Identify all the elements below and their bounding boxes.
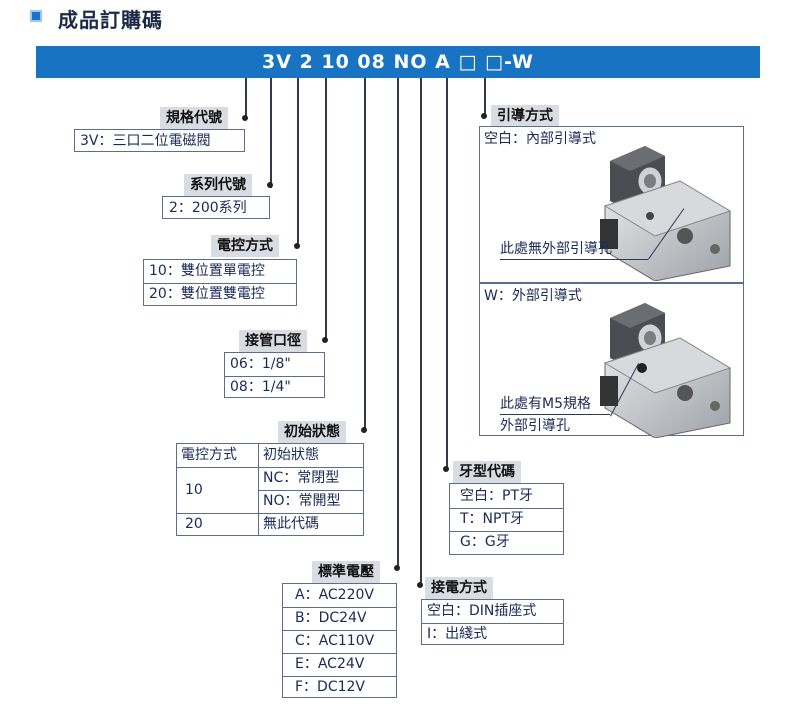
pilot-external-note: 外部引導孔 bbox=[500, 418, 570, 434]
control-box: 10：雙位置單電控 20：雙位置雙電控 bbox=[143, 259, 297, 306]
initial-head-control: 電控方式 bbox=[181, 447, 237, 463]
connector-dot bbox=[267, 182, 273, 188]
valve-external-image bbox=[600, 303, 732, 438]
connector-initial bbox=[364, 78, 366, 430]
voltage-row: B：DC24V bbox=[295, 610, 367, 626]
connector-dot bbox=[322, 337, 328, 343]
spec-row: 3V：三口二位電磁閥 bbox=[80, 133, 211, 149]
connector-port bbox=[325, 78, 327, 342]
spec-box: 3V：三口二位電磁閥 bbox=[74, 129, 245, 152]
thread-row: G：G牙 bbox=[460, 534, 510, 550]
thread-box: 空白：PT牙 T：NPT牙 G：G牙 bbox=[449, 483, 564, 555]
voltage-row: F：DC12V bbox=[295, 679, 365, 695]
pilot-external-title: W：外部引導式 bbox=[484, 288, 582, 304]
connector-spec bbox=[245, 78, 247, 120]
port-row: 06：1/8" bbox=[230, 356, 291, 372]
initial-cell: 10 bbox=[185, 482, 203, 498]
connector-series bbox=[270, 78, 272, 188]
initial-table: 電控方式 初始狀態 10 NC：常閉型 NO：常開型 20 無此代碼 bbox=[176, 443, 364, 536]
port-box: 06：1/8" 08：1/4" bbox=[224, 352, 325, 398]
thread-row: 空白：PT牙 bbox=[460, 488, 533, 504]
initial-cell: 20 bbox=[185, 516, 203, 532]
voltage-label: 標準電壓 bbox=[312, 561, 380, 583]
connector-thread bbox=[446, 78, 448, 471]
control-label: 電控方式 bbox=[211, 235, 279, 257]
wiring-row: I：出綫式 bbox=[427, 626, 488, 642]
valve-internal-image bbox=[600, 146, 732, 281]
connector-dot bbox=[361, 427, 367, 433]
series-row: 2：200系列 bbox=[169, 200, 247, 216]
page-title: 成品訂購碼 bbox=[58, 8, 163, 32]
wiring-box: 空白：DIN插座式 I：出綫式 bbox=[421, 599, 564, 645]
initial-label: 初始狀態 bbox=[278, 421, 346, 443]
initial-cell: NC：常閉型 bbox=[263, 470, 340, 486]
thread-row: T：NPT牙 bbox=[460, 511, 525, 527]
wiring-label: 接電方式 bbox=[425, 577, 493, 599]
pilot-external-note: 此處有M5規格 bbox=[500, 396, 591, 412]
connector-dot bbox=[481, 113, 487, 119]
voltage-row: C：AC110V bbox=[295, 633, 375, 649]
initial-head-state: 初始狀態 bbox=[263, 447, 319, 463]
voltage-row: E：AC24V bbox=[295, 656, 365, 672]
initial-cell: 無此代碼 bbox=[263, 516, 319, 532]
initial-cell: NO：常開型 bbox=[263, 493, 341, 509]
control-row: 10：雙位置單電控 bbox=[149, 263, 265, 279]
control-row: 20：雙位置雙電控 bbox=[149, 286, 265, 302]
port-row: 08：1/4" bbox=[230, 379, 291, 395]
voltage-row: A：AC220V bbox=[295, 587, 374, 603]
connector-dot bbox=[417, 582, 423, 588]
pilot-external-panel: W：外部引導式 此處有M5規格 外部引導孔 bbox=[479, 283, 744, 438]
spec-label: 規格代號 bbox=[160, 107, 228, 129]
series-box: 2：200系列 bbox=[162, 196, 270, 219]
connector-voltage bbox=[397, 78, 399, 570]
code-bar bbox=[36, 46, 760, 78]
connector-wiring bbox=[420, 78, 422, 586]
connector-dot bbox=[294, 243, 300, 249]
square-bullet-icon bbox=[30, 10, 42, 22]
pilot-internal-panel: 空白：內部引導式 此處無外部引導孔 bbox=[479, 126, 744, 283]
connector-dot bbox=[242, 115, 248, 121]
pilot-label: 引導方式 bbox=[491, 105, 559, 127]
connector-dot bbox=[394, 565, 400, 571]
connector-dot bbox=[443, 466, 449, 472]
voltage-box: A：AC220V B：DC24V C：AC110V E：AC24V F：DC12… bbox=[282, 583, 397, 698]
pilot-internal-title: 空白：內部引導式 bbox=[484, 131, 596, 147]
connector-control bbox=[297, 78, 299, 246]
connector-pilot bbox=[484, 78, 486, 117]
thread-label: 牙型代碼 bbox=[453, 461, 521, 483]
series-label: 系列代號 bbox=[184, 174, 252, 196]
wiring-row: 空白：DIN插座式 bbox=[427, 603, 537, 619]
pilot-internal-note: 此處無外部引導孔 bbox=[500, 241, 612, 257]
port-label: 接管口徑 bbox=[239, 330, 307, 352]
order-code: 3V 2 10 08 NO A □ □-W bbox=[262, 51, 534, 73]
